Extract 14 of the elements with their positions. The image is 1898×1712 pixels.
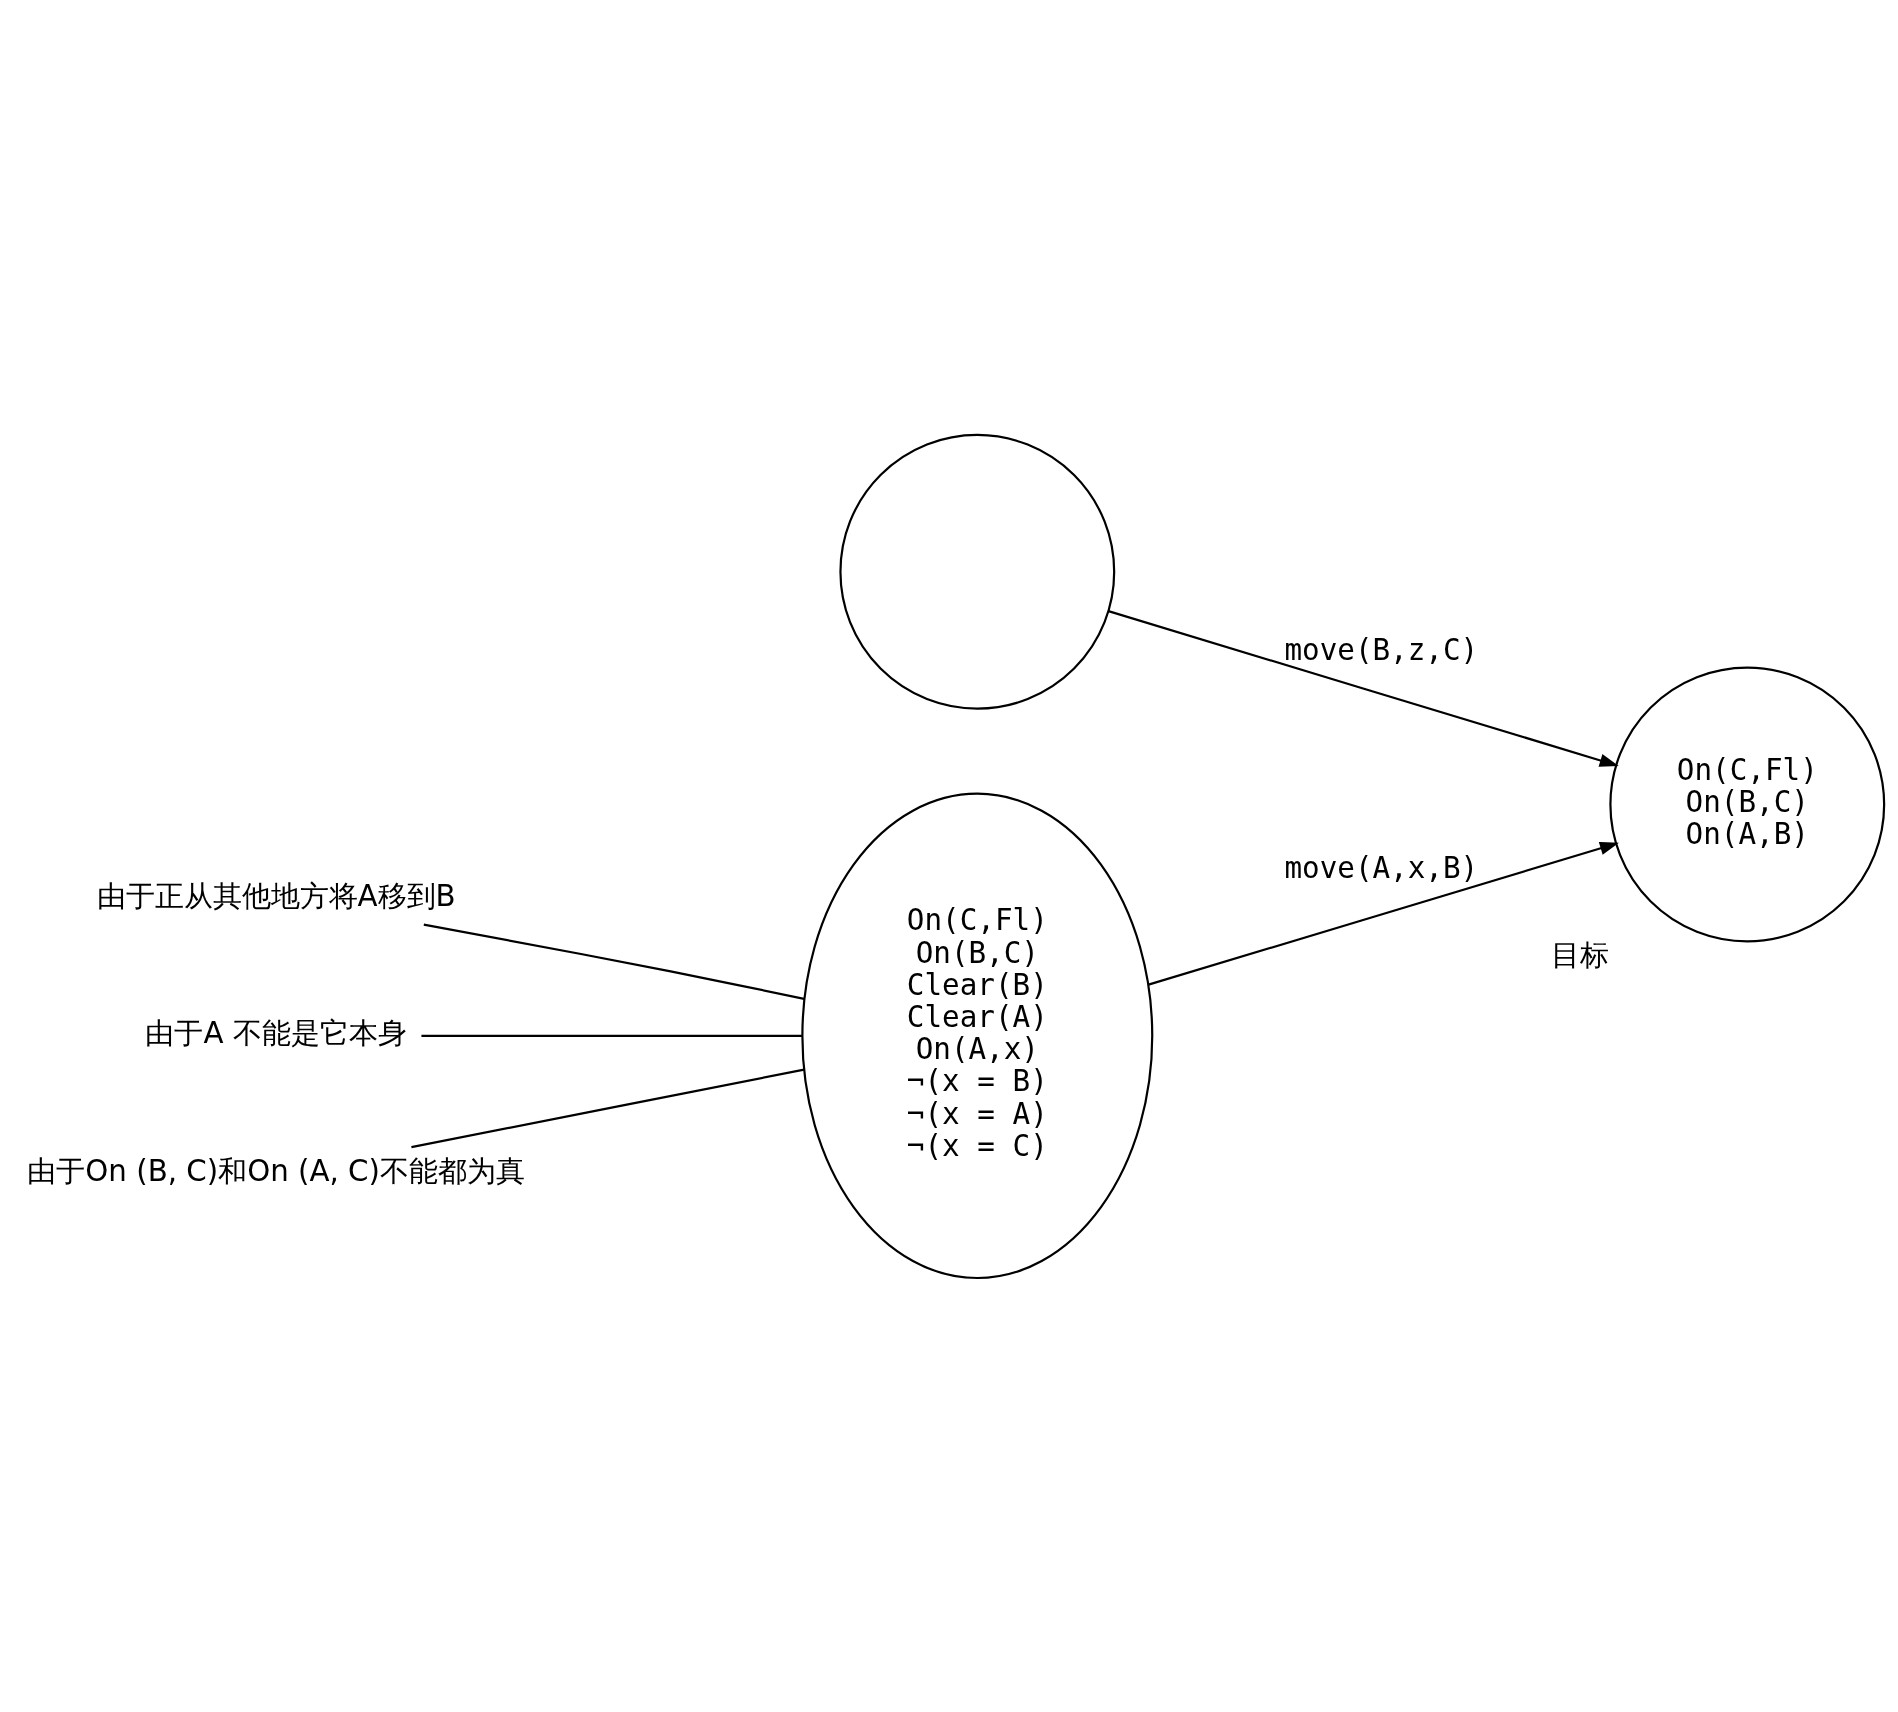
- connector: [423, 923, 804, 1000]
- node-circle: On(C,Fl) On(B,C) On(A,B): [1608, 666, 1885, 943]
- connector: [420, 1034, 802, 1037]
- edge-label: move(B,z,C): [1283, 632, 1478, 667]
- node-ellipse: On(C,Fl) On(B,C) Clear(B) Clear(A) On(A,x) ¬(x = B) ¬(x = A) ¬(x = C): [800, 792, 1153, 1279]
- node-text: 由于正从其他地方将A移到B: [96, 878, 456, 913]
- node-text: 由于On (B, C)和On (A, C)不能都为真: [26, 1153, 525, 1188]
- arrow: [1107, 609, 1619, 767]
- edge-label: move(A,x,B): [1283, 850, 1478, 885]
- connector: [410, 1068, 804, 1148]
- node-circle: [838, 433, 1115, 710]
- node-label: 目标: [1550, 937, 1609, 972]
- arrow: [1147, 841, 1619, 986]
- node-text: 由于A 不能是它本身: [144, 1015, 407, 1050]
